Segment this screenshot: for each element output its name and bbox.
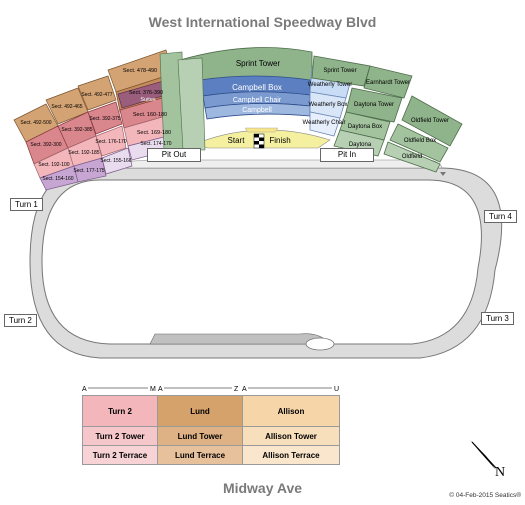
copyright: © 04-Feb-2015 Seatics® — [449, 492, 521, 499]
section-oldfield-box[interactable] — [389, 123, 449, 163]
label-oldfield-box: Oldfield Box — [404, 138, 436, 144]
legend-allison[interactable]: Allison — [242, 395, 340, 427]
turn-4-label: Turn 4 — [484, 210, 517, 223]
label-oldfield-tower: Oldfield Tower — [411, 118, 449, 124]
label-oldfield: Oldfield — [402, 154, 422, 160]
pit-in-label: Pit In — [320, 148, 374, 162]
label-campbell: Campbell — [242, 107, 272, 114]
turn-3-label: Turn 3 — [481, 312, 514, 325]
label-sec-192-185: Sect. 192-185 — [68, 150, 99, 156]
label-daytona-tower: Daytona Tower — [354, 102, 394, 108]
victory-lane — [244, 127, 279, 133]
section-oldfield[interactable] — [383, 141, 441, 173]
label-sec-176-170: Sect. 176-170 — [95, 139, 126, 145]
legend-marker-5: A — [242, 386, 247, 393]
label-sec-155-166: Sect. 155-166 — [100, 158, 131, 164]
label-sec-169-180: Sect. 169-180 — [137, 130, 171, 136]
infield-lake — [305, 337, 335, 351]
section-177-175[interactable] — [73, 157, 107, 183]
checkered-flag-icon — [253, 133, 265, 149]
legend-row-1: Turn 2 Lund Allison — [82, 395, 340, 427]
legend-marker-4: Z — [234, 386, 239, 393]
section-392-375[interactable] — [87, 101, 123, 135]
section-daytona-tower[interactable] — [345, 87, 403, 123]
section-weatherly-chair[interactable] — [309, 111, 341, 137]
label-weatherly-box: Weatherly Box — [309, 102, 348, 108]
section-sprint-tower-small[interactable] — [311, 55, 371, 87]
label-sec-192-100: Sect. 192-100 — [38, 162, 69, 168]
turn-1-label: Turn 1 — [10, 198, 43, 211]
label-start: Start — [228, 136, 246, 145]
label-daytona-box: Daytona Box — [348, 124, 382, 130]
legend-lund-terrace[interactable]: Lund Terrace — [157, 445, 243, 465]
section-earnhardt-tower[interactable] — [363, 65, 413, 99]
legend-turn-2[interactable]: Turn 2 — [82, 395, 158, 427]
section-155-166[interactable] — [101, 147, 133, 175]
infield-pit-lane — [149, 333, 331, 345]
compass-icon: N — [470, 440, 505, 480]
legend-marker-3: A — [158, 386, 163, 393]
label-sec-392-385: Sect. 392-385 — [61, 127, 92, 133]
legend-turn-2-terrace[interactable]: Turn 2 Terrace — [82, 445, 158, 465]
compass-label: N — [495, 465, 505, 480]
legend-allison-tower[interactable]: Allison Tower — [242, 426, 340, 446]
label-sec-392-375: Sect. 392-375 — [89, 116, 120, 122]
pit-out-label: Pit Out — [147, 148, 201, 162]
label-sec-154-160: Sect. 154-160 — [42, 176, 73, 182]
label-sec-177-175: Sect. 177-175 — [73, 168, 104, 174]
legend-lund[interactable]: Lund — [157, 395, 243, 427]
legend-allison-terrace[interactable]: Allison Terrace — [242, 445, 340, 465]
label-daytona: Daytona — [349, 142, 372, 148]
label-suites: Suites — [140, 97, 156, 103]
pit-road — [91, 159, 443, 169]
legend-row-2: Turn 2 Tower Lund Tower Allison Tower — [82, 426, 340, 446]
seating-legend-table: Turn 2 Lund Allison Turn 2 Tower Lund To… — [82, 395, 340, 465]
legend-marker-6: U — [334, 386, 339, 393]
street-north: West International Speedway Blvd — [148, 14, 377, 30]
label-sec-174-170: Sect. 174-170 — [140, 141, 171, 147]
legend-marker-2: M — [150, 386, 156, 393]
legend-lund-tower[interactable]: Lund Tower — [157, 426, 243, 446]
infield — [41, 179, 482, 345]
label-earnhardt-tower: Earnhardt Tower — [366, 80, 410, 86]
turn-2-label: Turn 2 — [4, 314, 37, 327]
street-south: Midway Ave — [222, 480, 303, 496]
label-sec-160-180: Sect. 160-180 — [133, 112, 167, 118]
legend-row-3: Turn 2 Terrace Lund Terrace Allison Terr… — [82, 445, 340, 465]
section-oldfield-tower[interactable] — [401, 95, 463, 147]
label-sec-478-490: Sect. 478-490 — [123, 68, 157, 74]
label-sprint-tower: Sprint Tower — [236, 59, 281, 68]
label-sprint-tower-small: Sprint Tower — [323, 68, 356, 74]
label-campbell-box: Campbell Box — [232, 83, 282, 92]
label-finish: Finish — [269, 136, 290, 145]
label-campbell-chair: Campbell Chair — [233, 97, 282, 104]
label-weatherly-chair: Weatherly Chair — [303, 120, 346, 126]
label-weatherly-tower: Weatherly Tower — [308, 82, 352, 88]
legend-marker-1: A — [82, 386, 87, 393]
label-sec-492-477: Sect. 492-477 — [81, 92, 112, 98]
label-sec-392-300: Sect. 392-300 — [30, 142, 61, 148]
label-sec-376-390: Sect. 376-390 — [129, 90, 163, 96]
section-green-column-2[interactable] — [177, 57, 206, 151]
legend-turn-2-tower[interactable]: Turn 2 Tower — [82, 426, 158, 446]
section-176-170[interactable] — [95, 125, 127, 157]
label-sec-492-465: Sect. 492-465 — [51, 104, 82, 110]
label-sec-492-500: Sect. 492-500 — [20, 120, 51, 126]
section-492-477[interactable] — [77, 75, 117, 111]
track-marker — [440, 172, 446, 176]
